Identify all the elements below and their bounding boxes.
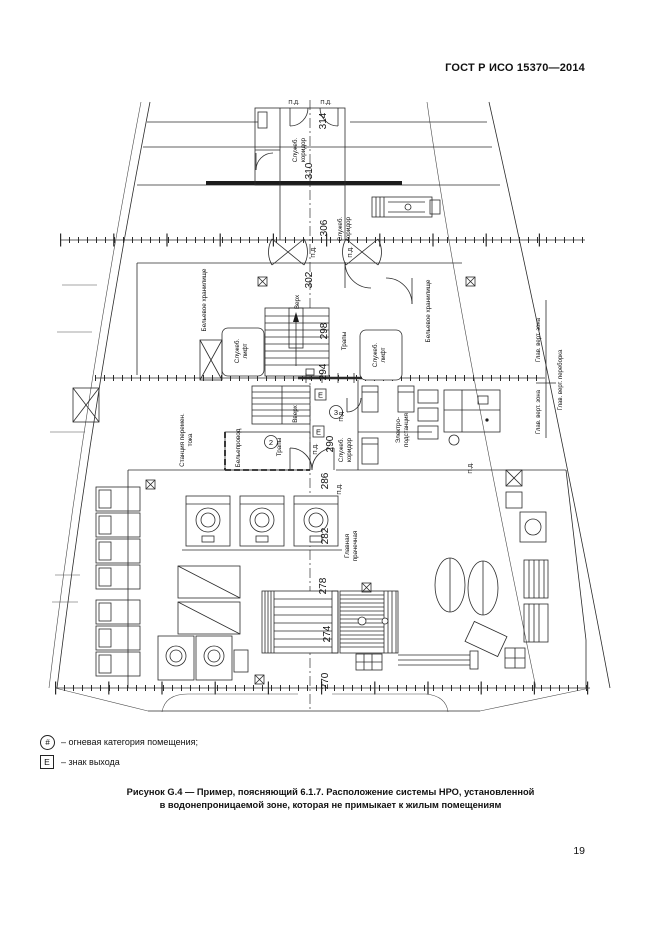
room-label-linen-storage: Бельевое хранилище bbox=[425, 279, 432, 342]
svg-text:лифт: лифт bbox=[242, 343, 249, 358]
svg-text:тока: тока bbox=[187, 433, 194, 446]
room-label-service-lift: Служеб. bbox=[371, 343, 379, 368]
fire-door-label: П.Д. bbox=[337, 483, 343, 495]
document-header: ГОСТ Р ИСО 15370—2014 bbox=[445, 62, 585, 74]
room-label-substation: Электро- bbox=[395, 417, 402, 443]
room-labels: Служеб. коридор Служеб. коридор Служеб. … bbox=[179, 137, 564, 561]
stairs-upper bbox=[264, 307, 330, 377]
room-label-service-lift: Служеб. bbox=[233, 339, 241, 364]
svg-text:3: 3 bbox=[334, 408, 338, 417]
bottom-left-washers bbox=[157, 635, 249, 681]
ironing-machines bbox=[261, 590, 479, 671]
figure-legend: # – огневая категория помещения; E – зна… bbox=[40, 734, 199, 775]
room-label-service-corridor: Служеб. bbox=[291, 138, 299, 163]
watertight-bulkhead-bar bbox=[206, 181, 402, 185]
exit-sign: E bbox=[312, 425, 325, 438]
fire-door-label: П.Д. bbox=[339, 410, 345, 422]
fire-door-label: П.Д. bbox=[468, 462, 474, 474]
svg-text:E: E bbox=[316, 428, 321, 437]
top-machine bbox=[371, 196, 441, 218]
fire-door-label: П.Д. bbox=[288, 100, 300, 106]
legend-exit-text: – знак выхода bbox=[61, 757, 120, 767]
svg-text:274: 274 bbox=[322, 625, 333, 642]
room-label-service-corridor: Служеб. bbox=[336, 217, 344, 242]
room-label-stairs: Трапы bbox=[276, 437, 283, 456]
upper-corridor-rooms bbox=[254, 107, 346, 240]
hatch-symbols bbox=[72, 276, 476, 685]
fire-door-label: П.Д. bbox=[348, 246, 354, 258]
svg-text:302: 302 bbox=[304, 271, 315, 288]
svg-text:314: 314 bbox=[318, 112, 329, 129]
office-room bbox=[443, 389, 501, 446]
fire-door-label: П.Д. bbox=[311, 246, 317, 258]
svg-text:306: 306 bbox=[319, 219, 330, 236]
caption-line-1: Рисунок G.4 — Пример, поясняющий 6.1.7. … bbox=[126, 787, 535, 797]
svg-text:2: 2 bbox=[269, 438, 273, 447]
service-lift-right bbox=[359, 329, 403, 381]
frame-numbers: 314 310 306 302 298 294 290 286 282 278 … bbox=[304, 112, 336, 689]
svg-text:278: 278 bbox=[318, 577, 329, 594]
svg-text:286: 286 bbox=[320, 472, 331, 489]
washing-machines bbox=[182, 495, 342, 551]
main-vertical-zone-line bbox=[536, 300, 556, 438]
room-label-stairs: Трапы bbox=[341, 331, 348, 350]
exit-sign: E bbox=[314, 388, 327, 401]
svg-text:коридор: коридор bbox=[300, 137, 307, 162]
svg-text:E: E bbox=[318, 391, 323, 400]
svg-text:коридор: коридор bbox=[345, 216, 352, 241]
svg-text:270: 270 bbox=[320, 672, 331, 689]
svg-text:298: 298 bbox=[319, 322, 330, 339]
label-main-vertical-zone: Глав. верт. зона bbox=[536, 317, 542, 362]
svg-text:310: 310 bbox=[304, 162, 315, 179]
hull-lines bbox=[48, 101, 611, 689]
svg-text:282: 282 bbox=[320, 527, 331, 544]
label-up: Верх bbox=[294, 294, 301, 309]
page-number: 19 bbox=[573, 845, 585, 857]
figure-caption: Рисунок G.4 — Пример, поясняющий 6.1.7. … bbox=[0, 786, 661, 813]
svg-text:подстанция: подстанция bbox=[403, 413, 410, 447]
fire-category-marks: 2 3 bbox=[264, 405, 343, 449]
room-label-ac-station: Станция перемен. bbox=[179, 413, 186, 467]
svg-text:лифт: лифт bbox=[380, 347, 387, 362]
svg-text:коридор: коридор bbox=[346, 437, 353, 462]
linen-storage-rooms bbox=[136, 261, 462, 381]
label-main-vertical-zone: Глав. верт. зона bbox=[536, 389, 542, 434]
room-label-main-laundry: Главная bbox=[344, 534, 351, 558]
legend-exit-sign: E – знак выхода bbox=[40, 755, 198, 769]
svg-text:прачечная: прачечная bbox=[352, 531, 359, 562]
room-label-service-corridor: Служеб. bbox=[337, 438, 345, 463]
left-cabin-stacks bbox=[95, 486, 141, 677]
hpo-pipe-section bbox=[298, 368, 362, 383]
stairs-lower bbox=[251, 385, 311, 425]
svg-text:294: 294 bbox=[318, 363, 329, 380]
room-label-linen-chute: Бельепровод bbox=[235, 428, 242, 467]
upper-deck-lines bbox=[137, 121, 500, 186]
legend-fire-category: # – огневая категория помещения; bbox=[40, 734, 199, 750]
fire-door-labels: П.Д. П.Д. П.Д. П.Д. П.Д. П.Д. П.Д. П.Д. bbox=[288, 100, 474, 495]
label-up: Вверх bbox=[292, 404, 299, 422]
room-label-linen-storage: Бельевое хранилище bbox=[201, 268, 208, 331]
svg-text:290: 290 bbox=[325, 435, 336, 452]
fire-door-label: П.Д. bbox=[313, 443, 319, 455]
worktables bbox=[177, 565, 241, 635]
fire-door-label: П.Д. bbox=[320, 100, 332, 106]
laundry-hall bbox=[127, 447, 587, 688]
label-main-vertical-bulkhead: Глав. верт. переборка bbox=[558, 349, 564, 410]
right-equipment bbox=[434, 469, 549, 669]
exit-sign-symbol: E bbox=[40, 755, 54, 769]
legend-fire-text: – огневая категория помещения; bbox=[61, 737, 199, 747]
substation-room bbox=[346, 380, 439, 470]
fire-category-symbol: # bbox=[40, 734, 55, 750]
exit-signs: E E bbox=[312, 388, 327, 438]
caption-line-2: в водонепроницаемой зоне, которая не при… bbox=[159, 800, 502, 811]
